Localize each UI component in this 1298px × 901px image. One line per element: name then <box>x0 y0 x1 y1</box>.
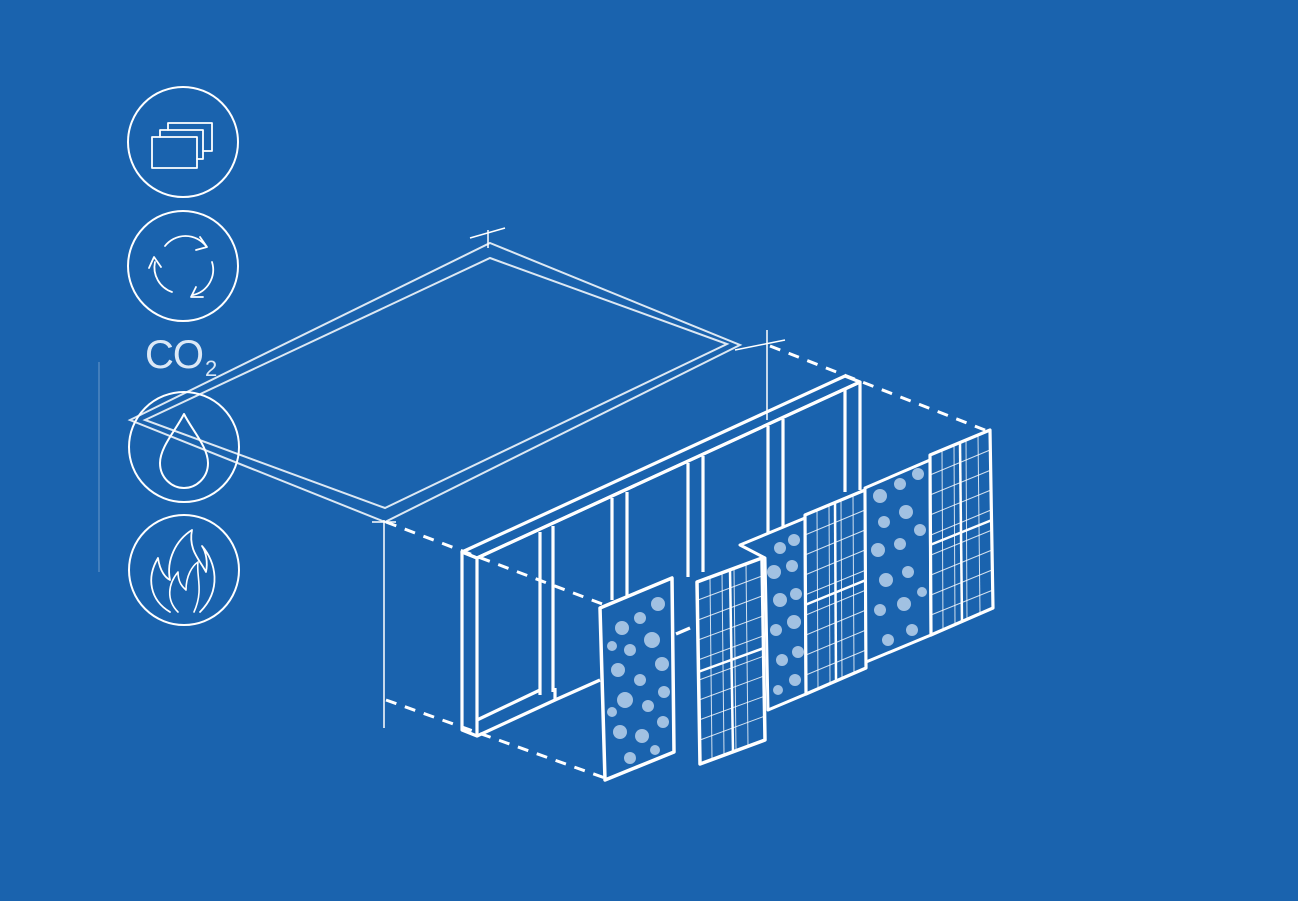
grid-board-panel-2 <box>803 488 868 696</box>
insulation-panel-front <box>598 576 676 782</box>
wall-frame <box>460 374 862 738</box>
building-diagram <box>127 227 995 782</box>
insulation-panel-middle <box>738 516 808 712</box>
insulation-panel-back <box>863 458 933 664</box>
grid-board-panel-3 <box>928 428 995 637</box>
flame-icon <box>128 514 240 626</box>
recycle-icon <box>127 210 239 322</box>
layers-icon <box>127 86 239 198</box>
grid-board-panel <box>695 556 767 766</box>
water-drop-icon <box>128 391 240 503</box>
co2-main: CO <box>145 333 204 377</box>
roof-frame <box>127 227 786 728</box>
co2-label: CO2 <box>145 333 217 382</box>
co2-subscript: 2 <box>205 356 217 381</box>
